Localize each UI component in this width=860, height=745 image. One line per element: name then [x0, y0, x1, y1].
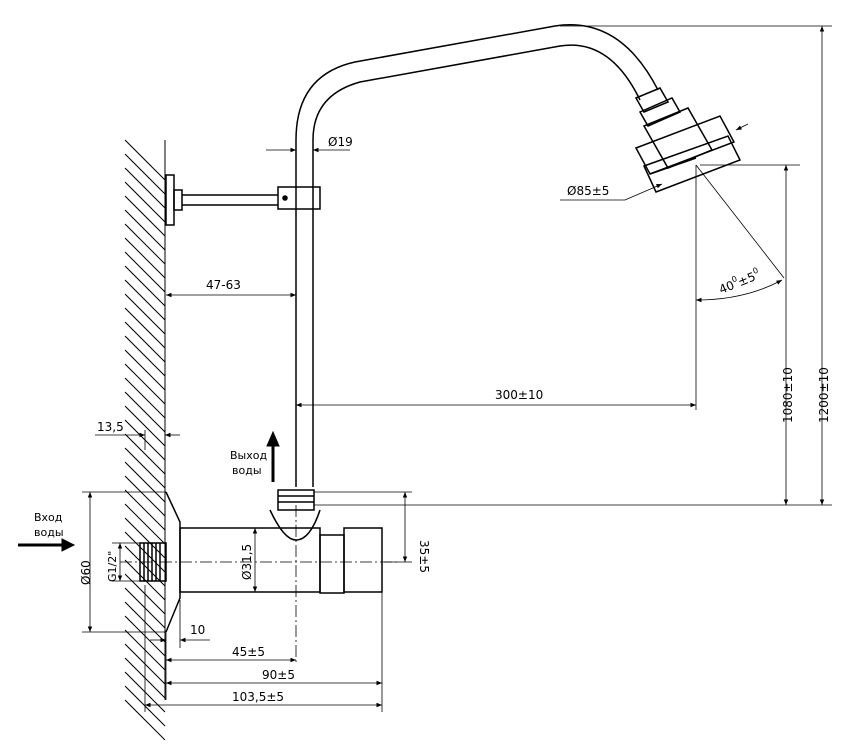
- hatch-line: [124, 349, 166, 391]
- shower-arm: [295, 24, 682, 487]
- dim-arm-reach: 300±10: [495, 388, 543, 402]
- hatch-line: [124, 503, 166, 545]
- hatch-line: [124, 699, 166, 741]
- dim-flange-diameter: Ø60: [79, 560, 93, 585]
- hatch-line: [124, 279, 166, 321]
- hatch-line: [124, 307, 166, 349]
- hatch-line: [124, 293, 166, 335]
- hatch-line: [124, 377, 166, 419]
- text-labels: Вход воды Выход воды Ø19 Ø85±5 47-63 400…: [34, 135, 831, 704]
- dimension-lines: [82, 25, 832, 712]
- hatch-line: [124, 167, 166, 209]
- outlet-arrow-icon: [266, 430, 280, 447]
- flow-arrows: [18, 430, 280, 552]
- hatch-line: [124, 489, 166, 531]
- hatch-line: [124, 559, 166, 601]
- hatch-line: [124, 447, 166, 489]
- hatch-line: [124, 461, 166, 503]
- hatch-line: [124, 223, 166, 265]
- hatch-line: [124, 139, 166, 181]
- inlet-label-2: воды: [34, 526, 64, 539]
- hatch-line: [124, 363, 166, 405]
- hatch-line: [124, 251, 166, 293]
- dim-body-diameter: Ø31,5: [240, 544, 254, 580]
- dim-outlet-height: 35±5: [417, 540, 431, 573]
- hatch-line: [124, 209, 166, 251]
- dim-wall-to-pipe: 47-63: [206, 278, 241, 292]
- dim-total-length: 103,5±5: [232, 690, 284, 704]
- hatch-line: [124, 195, 166, 237]
- wall: [124, 139, 166, 741]
- hatch-line: [124, 517, 166, 559]
- dim-height-head: 1080±10: [781, 367, 795, 423]
- dim-spray-angle: 400±50: [716, 266, 762, 297]
- outlet-label-1: Выход: [230, 449, 267, 462]
- wall-bracket: [165, 174, 321, 226]
- dim-thread: G1/2": [106, 551, 119, 582]
- dim-pipe-diameter: Ø19: [328, 135, 353, 149]
- hatch-line: [124, 181, 166, 223]
- hatch-line: [124, 475, 166, 517]
- hatch-line: [124, 153, 166, 195]
- hatch-line: [124, 335, 166, 377]
- hatch-line: [124, 391, 166, 433]
- hatch-line: [124, 265, 166, 307]
- hatch-line: [124, 405, 166, 447]
- dim-flange-thickness: 10: [190, 623, 205, 637]
- dim-body-length: 90±5: [262, 668, 295, 682]
- dim-wall-offset: 13,5: [97, 420, 124, 434]
- dim-height-top: 1200±10: [817, 367, 831, 423]
- hatch-line: [124, 321, 166, 363]
- hatch-line: [124, 433, 166, 475]
- shower-head: [634, 107, 742, 193]
- svg-text:400±50: 400±50: [716, 266, 762, 297]
- outlet-label-2: воды: [232, 464, 262, 477]
- hatch-line: [124, 545, 166, 587]
- inlet-label-1: Вход: [34, 511, 63, 524]
- center-lines: [120, 505, 400, 665]
- dim-head-diameter: Ø85±5: [567, 184, 609, 198]
- wall-hatching: [124, 139, 166, 741]
- valve-body: [139, 489, 383, 633]
- hatch-line: [124, 531, 166, 573]
- hatch-line: [124, 237, 166, 279]
- inlet-arrow-icon: [61, 538, 76, 552]
- dim-center-offset: 45±5: [232, 645, 265, 659]
